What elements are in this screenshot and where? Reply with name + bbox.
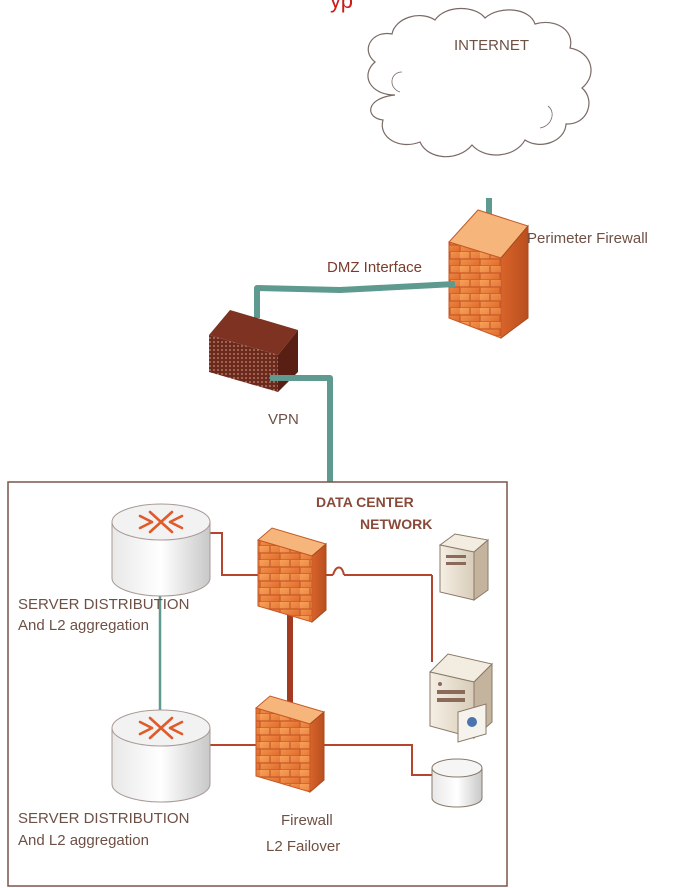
server-dist-bottom-line1: SERVER DISTRIBUTION <box>18 810 189 827</box>
server-dist-top-line1: SERVER DISTRIBUTION <box>18 596 189 613</box>
internet-label: INTERNET <box>454 37 529 54</box>
server-large-icon <box>429 653 493 743</box>
storage-cylinder-icon <box>431 758 483 808</box>
vpn-label: VPN <box>268 411 299 428</box>
data-center-boundary <box>7 481 508 887</box>
router-bottom-icon <box>111 709 211 803</box>
data-center-label-line2: NETWORK <box>360 516 432 532</box>
vpn-datacenter-link <box>270 375 333 482</box>
internet-cloud-icon <box>367 7 592 158</box>
datacenter-firewall-top-icon <box>256 527 328 624</box>
firewall-failover-line1: Firewall <box>281 812 333 829</box>
firewall-failover-line2: L2 Failover <box>266 838 340 855</box>
title-fragment: ур <box>330 0 353 13</box>
datacenter-firewall-bottom-icon <box>254 695 326 794</box>
server-dist-top-line2: And L2 aggregation <box>18 617 149 634</box>
dmz-interface-label: DMZ Interface <box>327 259 422 276</box>
data-center-label-line1: DATA CENTER <box>316 494 414 510</box>
server-small-icon <box>438 533 490 601</box>
server-dist-bottom-line2: And L2 aggregation <box>18 832 149 849</box>
perimeter-firewall-label: Perimeter Firewall <box>527 230 648 247</box>
perimeter-firewall-icon <box>448 209 529 339</box>
dmz-link <box>254 281 456 318</box>
router-top-icon <box>111 503 211 597</box>
